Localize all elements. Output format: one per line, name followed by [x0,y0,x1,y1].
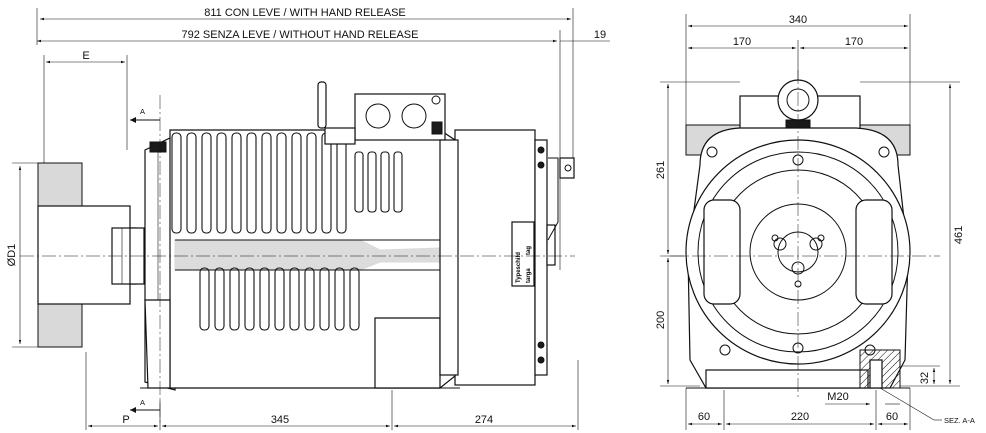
side-view: 811 CON LEVE / WITH HAND RELEASE 792 SEN… [6,7,610,430]
dim-label-60-right: 60 [886,411,898,423]
right-pad [855,199,893,305]
left-pad [703,199,741,305]
section-note-label: SEZ. A-A [944,416,975,425]
dim-base: 60 220 60 [685,388,911,430]
dim-vertical-right: 461 32 [860,81,965,387]
nameplate-line-1: Typeschild [516,252,522,283]
dim-label-e: E [82,50,89,62]
svg-text:A: A [140,398,145,407]
dim-label-792: 792 SENZA LEVE / WITHOUT HAND RELEASE [182,29,419,41]
dim-half-widths: 170 170 [688,36,908,95]
dim-label-345: 345 [271,414,289,426]
thread-callout: M20 [825,391,900,406]
side-ribs [354,151,403,213]
dim-label-200: 200 [655,311,667,329]
front-view: 340 170 170 261 200 461 32 [655,14,975,430]
dim-label-60-left: 60 [698,411,710,423]
terminal-box [317,81,446,145]
dim-overall-without-release: 792 SENZA LEVE / WITHOUT HAND RELEASE [37,29,561,270]
rear-foot [374,317,441,389]
dim-overall-with-release: 811 CON LEVE / WITH HAND RELEASE [36,7,574,160]
svg-text:A: A [140,107,145,116]
lower-cooling-fins [199,267,360,331]
dim-label-170-right: 170 [845,36,863,48]
dim-label-340: 340 [789,14,807,26]
nameplate-line-2: targa [526,268,532,283]
nameplate-line-3: tag [526,246,532,255]
nameplate: Typeschild targa tag [511,221,535,287]
hand-release-lever [547,157,575,241]
dim-total-width: 340 [685,14,911,125]
dim-diameter-d1: ØD1 [6,162,44,348]
section-mark-top: A [130,107,160,123]
bottom-dims: P 345 274 [85,352,579,430]
dim-label-d1: ØD1 [6,244,18,267]
brake-unit [439,129,556,386]
dim-label-170-left: 170 [733,36,751,48]
dim-label-19: 19 [594,29,606,41]
section-mark-bottom: A [130,398,160,413]
dim-label-32: 32 [919,372,931,384]
upper-cooling-fins [171,132,347,234]
dim-label-261: 261 [655,161,667,179]
front-foot [144,299,171,389]
dim-label-811: 811 CON LEVE / WITH HAND RELEASE [204,7,406,19]
dim-label-220: 220 [791,411,809,423]
dim-label-m20: M20 [827,391,848,403]
section-note: SEZ. A-A [879,387,975,425]
dim-flange-e: E [43,50,128,165]
dim-release-offset: 19 [560,29,610,42]
dim-label-p: P [122,414,129,426]
dim-label-274: 274 [475,414,493,426]
dim-label-461: 461 [953,226,965,244]
